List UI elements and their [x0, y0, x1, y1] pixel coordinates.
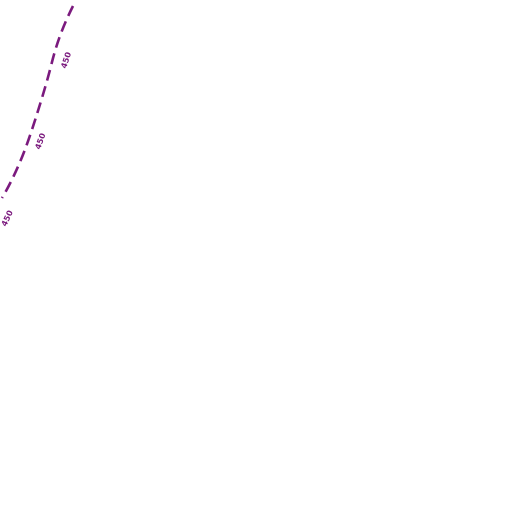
contour-line — [0, 5, 75, 199]
contour-label-450-top: 450 — [59, 51, 73, 70]
contour-label-450-bottom: 450 — [0, 209, 15, 228]
contour-label-450-middle: 450 — [33, 132, 47, 151]
